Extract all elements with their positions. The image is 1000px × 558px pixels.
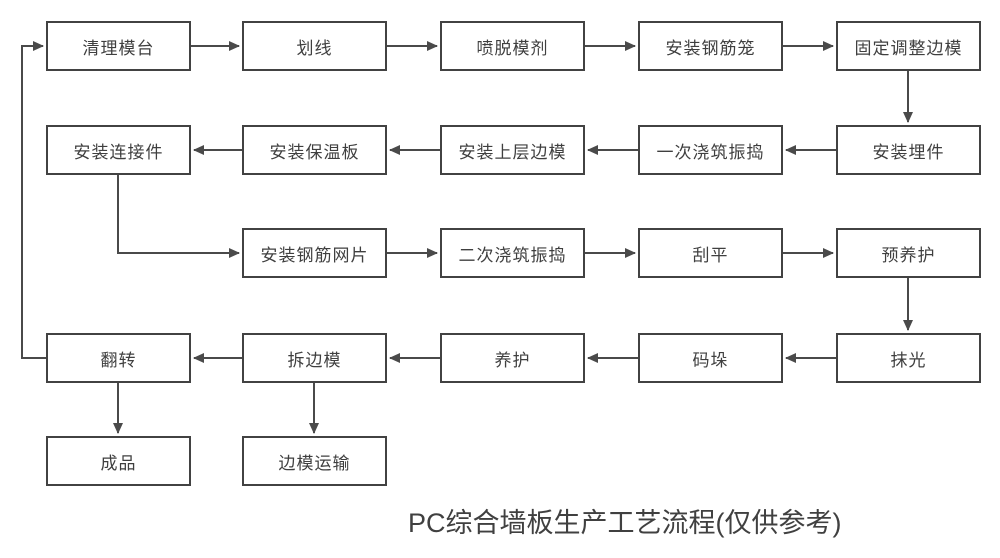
node-install-upper-side-mold: 安装上层边模 <box>440 125 585 175</box>
node-second-pour-vibrate: 二次浇筑振捣 <box>440 228 585 278</box>
node-troweling: 抹光 <box>836 333 981 383</box>
node-spray-release-agent: 喷脱模剂 <box>440 21 585 71</box>
node-install-rebar-cage: 安装钢筋笼 <box>638 21 783 71</box>
node-flip: 翻转 <box>46 333 191 383</box>
node-finished-product: 成品 <box>46 436 191 486</box>
node-scribing: 划线 <box>242 21 387 71</box>
node-first-pour-vibrate: 一次浇筑振捣 <box>638 125 783 175</box>
node-install-rebar-mesh: 安装钢筋网片 <box>242 228 387 278</box>
edge-install-connectors-to-install-rebar-mesh <box>117 175 240 258</box>
node-fix-adjust-side-mold: 固定调整边模 <box>836 21 981 71</box>
node-side-mold-transport: 边模运输 <box>242 436 387 486</box>
node-curing: 养护 <box>440 333 585 383</box>
node-remove-side-mold: 拆边模 <box>242 333 387 383</box>
diagram-title: PC综合墙板生产工艺流程(仅供参考) <box>408 508 842 538</box>
node-install-connectors: 安装连接件 <box>46 125 191 175</box>
edge-flip-to-clean-mold-table <box>21 41 46 359</box>
node-install-insulation-board: 安装保温板 <box>242 125 387 175</box>
node-install-embedded-parts: 安装埋件 <box>836 125 981 175</box>
node-stacking: 码垛 <box>638 333 783 383</box>
node-clean-mold-table: 清理模台 <box>46 21 191 71</box>
node-pre-curing: 预养护 <box>836 228 981 278</box>
node-screed: 刮平 <box>638 228 783 278</box>
